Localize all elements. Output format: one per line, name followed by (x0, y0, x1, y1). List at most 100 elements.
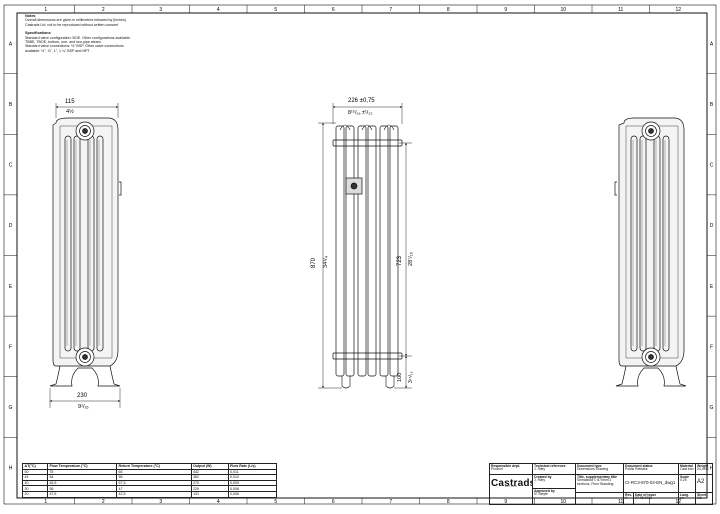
table-cell: 64 (46, 474, 117, 481)
dim-front-top-mm: 226 ±0,75 (348, 98, 375, 104)
grid-label: 11 (618, 499, 623, 505)
spec-line: TBBE, TBOE, bottom, one- and two-pipe st… (25, 40, 102, 45)
grid-label: G (710, 405, 714, 411)
grid-label: 12 (675, 7, 681, 13)
table-cell: 75 (46, 468, 117, 476)
output-table: ΔT(°C)Flow Temperature (°C)Return Temper… (22, 463, 278, 498)
grid-label: 5 (274, 499, 277, 505)
dim-side-top-in: 4½ (66, 108, 74, 115)
dim-height-mm: 870 (311, 257, 317, 268)
table-cell: 131 (190, 491, 229, 498)
dim-height-in: 34¹/₄ (323, 255, 329, 268)
grid-label: 9 (504, 499, 507, 505)
inner-frame (16, 12, 708, 499)
grid-label: 7 (389, 7, 392, 13)
grid-label: H (9, 466, 13, 472)
grid-label: 2 (102, 7, 105, 13)
dim-foot-in: 3¹⁵/₁₆ (408, 371, 414, 383)
grid-label: 5 (274, 7, 277, 13)
grid-label: 6 (332, 499, 335, 505)
dim-side-bottom-mm: 230 (77, 393, 88, 399)
grid-label: 8 (447, 7, 450, 13)
front-dims (318, 103, 412, 389)
rev-cell: Rev.A (624, 493, 634, 504)
dim-side-top-mm: 115 (65, 99, 75, 105)
table-cell: 20 (22, 491, 48, 498)
grid-label: G (9, 405, 13, 411)
dim-front-top-in: 8¹⁵/₁₆ ±¹/₃₂ (348, 110, 373, 116)
table-header-cell: Flow Temperature (°C) (46, 463, 117, 470)
grid-label: 11 (618, 7, 623, 13)
side-view-left (49, 117, 122, 387)
table-header-cell: Flow Rate (L/s) (227, 463, 278, 470)
notes-line: Overall dimensions are given in millimet… (25, 18, 127, 23)
grid-label: C (710, 163, 714, 169)
side-dims-left (49, 103, 121, 408)
grid-label: 2 (102, 499, 105, 505)
table-cell: 0,010 (227, 474, 278, 481)
table-cell: 0,011 (227, 468, 278, 476)
grid-label: A (9, 41, 13, 47)
grid-label: 3 (159, 499, 162, 505)
table-header-row: ΔT(°C)Flow Temperature (°C)Return Temper… (22, 463, 278, 470)
grid-label: 9 (504, 7, 507, 13)
notes-block: Notes Overall dimensions are given in mi… (25, 14, 275, 53)
dim-side-bottom-in: 9¹/₁₆ (78, 404, 89, 410)
logo-cell: Castrads EST. 2003 (490, 475, 533, 504)
table-cell: 0,006 (227, 491, 278, 498)
dim-foot-mm: 100 (397, 373, 403, 382)
size-cell: A2 (696, 475, 712, 493)
logo-sub: EST. 2003 (505, 485, 517, 489)
grid-label: 8 (447, 499, 450, 505)
grid-label: D (9, 223, 13, 229)
table-cell: 55 (46, 485, 117, 492)
grid-label: E (9, 284, 13, 290)
outer-frame (3, 4, 717, 505)
table-cell: 63,5 (46, 479, 117, 487)
dim-centres-mm: 723 (397, 255, 403, 266)
grid-label: 4 (217, 499, 220, 505)
grid-label: C (9, 163, 13, 169)
grid-label: 1 (44, 7, 47, 13)
notes-line: Castrads Ltd. not to be reproduced witho… (25, 22, 119, 27)
table-cell: 47,5 (46, 491, 117, 498)
grid-label: D (710, 223, 714, 229)
table-cell: 42,5 (115, 491, 192, 498)
spec-line: Standard valve connections: ½" BSP. Othe… (25, 44, 124, 49)
grid-label: E (710, 284, 714, 290)
grid-label: 7 (389, 499, 392, 505)
table-cell: 0,009 (227, 479, 278, 487)
grid-label: H (710, 466, 714, 472)
grid-label: F (710, 344, 713, 350)
responsible-dept-cell: Responsible dept.Product (490, 464, 533, 475)
title-block: Responsible dept.Product Castrads EST. 2… (489, 463, 713, 505)
side-view-right (614, 117, 687, 387)
grid-label: 1 (44, 499, 47, 505)
grid-label: F (9, 344, 12, 350)
grid-label: B (9, 102, 13, 108)
spec-heading: Specifications (25, 31, 51, 36)
grid-label: A (710, 41, 714, 47)
grid-label: 4 (217, 7, 220, 13)
dim-centres-in: 28⁷/₁₆ (407, 252, 414, 266)
grid-label: 6 (332, 7, 335, 13)
castrads-logo: Castrads (491, 477, 533, 489)
grid-label: 10 (560, 499, 566, 505)
grid-label: 10 (560, 7, 566, 13)
blank-cell (576, 493, 624, 504)
